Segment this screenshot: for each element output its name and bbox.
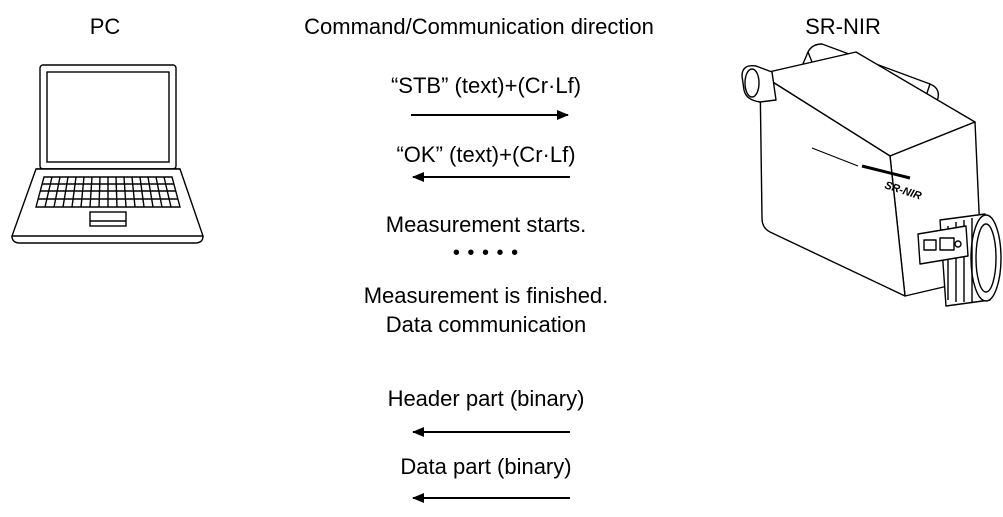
header-part-label: Header part (binary) (387, 386, 585, 411)
device-header: SR-NIR (805, 14, 881, 39)
measurement-finished-text: Measurement is finished. (363, 283, 609, 308)
spectroradiometer-icon (741, 43, 1002, 307)
direction-header: Command/Communication direction (304, 14, 654, 39)
stb-command-label: “STB” (text)+(Cr·Lf) (390, 73, 582, 98)
pc-header: PC (89, 14, 121, 39)
data-communication-text: Data communication (385, 312, 587, 337)
data-part-label: Data part (binary) (400, 454, 572, 479)
laptop-icon (11, 64, 204, 244)
measurement-starts-text: Measurement starts. (385, 212, 587, 237)
ok-response-label: “OK” (text)+(Cr·Lf) (396, 142, 576, 167)
waiting-dots: • • • • • (452, 242, 520, 264)
